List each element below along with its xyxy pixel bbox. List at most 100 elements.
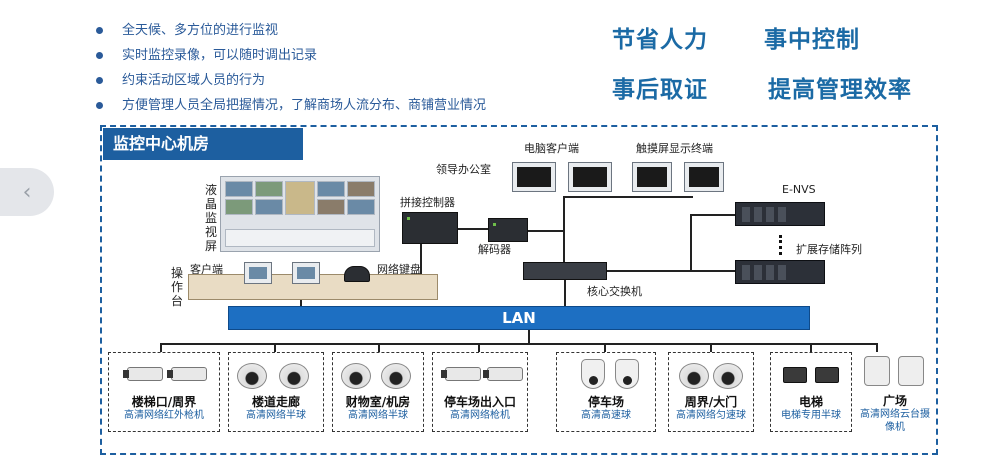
- camera-group-perimeter-gate: 周界/大门 高清网络匀速球: [668, 352, 754, 432]
- label-lcd-wall: 液晶监视屏: [204, 183, 217, 253]
- wall-screen: [225, 199, 253, 215]
- connector-line: [458, 228, 488, 230]
- benefit-evidence: 事后取证: [612, 77, 708, 103]
- camera-trunk-line: [160, 343, 878, 345]
- connector-line: [528, 230, 564, 232]
- camera-group-parking: 停车场 高清高速球: [556, 352, 656, 432]
- label-envs: E-NVS: [782, 183, 816, 196]
- client-monitor: [244, 262, 272, 284]
- list-item: 约束活动区域人员的行为: [96, 72, 486, 97]
- connector-line: [478, 343, 480, 352]
- wall-screen: [317, 181, 345, 197]
- camera-group-corridor: 楼道走廊 高清网络半球: [228, 352, 324, 432]
- connector-line: [564, 280, 566, 306]
- screen: [689, 167, 719, 187]
- connector-line: [690, 214, 692, 270]
- camera-group-elevator: 电梯 电梯专用半球: [770, 352, 852, 432]
- wall-map-screen: [285, 181, 315, 215]
- label-network-keyboard: 网络键盘: [377, 263, 421, 276]
- screen: [573, 167, 607, 187]
- connector-line: [607, 270, 735, 272]
- list-item: 实时监控录像，可以随时调出记录: [96, 47, 486, 72]
- connector-line: [563, 196, 693, 198]
- wall-screen: [347, 199, 375, 215]
- connector-line: [528, 330, 530, 344]
- screen: [637, 167, 667, 187]
- diagram-frame: [100, 125, 938, 455]
- decoder: [488, 218, 528, 242]
- label-pc-client: 电脑客户端: [524, 142, 579, 155]
- housing-camera-icon: [864, 356, 890, 386]
- label-touch-display: 触摸屏显示终端: [636, 142, 713, 155]
- dome-camera-icon: [237, 363, 267, 389]
- wall-screen: [347, 181, 375, 197]
- benefit-efficiency: 提高管理效率: [768, 77, 912, 103]
- lan-bus: LAN: [228, 306, 810, 330]
- dome-camera-icon: [679, 363, 709, 389]
- bullet-camera-icon: [167, 367, 207, 381]
- wall-screen-row: [225, 229, 375, 247]
- camera-group-finance-room: 财物室/机房 高清网络半球: [332, 352, 424, 432]
- screen: [517, 167, 551, 187]
- label-splice-controller: 拼接控制器: [400, 196, 455, 209]
- connector-line: [604, 343, 606, 352]
- network-keyboard: [344, 266, 370, 282]
- connector-line: [300, 300, 302, 306]
- benefit-in-process-control: 事中控制: [764, 27, 860, 53]
- chevron-left-icon: ‹: [22, 179, 32, 205]
- wall-screen: [317, 199, 345, 215]
- client-monitor: [292, 262, 320, 284]
- core-switch: [523, 262, 607, 280]
- pc-client-monitor: [512, 162, 556, 192]
- envs-server: [735, 202, 825, 226]
- status-led-icon: [493, 223, 496, 226]
- camera-group-parking-gate: 停车场出入口 高清网络枪机: [432, 352, 528, 432]
- connector-line: [563, 196, 565, 262]
- list-item: 方便管理人员全局把握情况，了解商场人流分布、商铺营业情况: [96, 97, 486, 122]
- housing-camera-icon: [898, 356, 924, 386]
- label-decoder: 解码器: [478, 243, 511, 256]
- touch-display-monitor: [684, 162, 724, 192]
- connector-line: [378, 343, 380, 352]
- label-leader-office: 领导办公室: [436, 163, 491, 176]
- status-led-icon: [407, 217, 410, 220]
- feature-list: 全天候、多方位的进行监视 实时监控录像，可以随时调出记录 约束活动区域人员的行为…: [96, 22, 486, 122]
- ptz-camera-icon: [581, 359, 605, 389]
- bullet-camera-icon: [441, 367, 481, 381]
- storage-array: [735, 260, 825, 284]
- bullet-dot-icon: [96, 52, 103, 59]
- label-client: 客户端: [190, 263, 223, 276]
- connector-line: [420, 244, 422, 274]
- dome-camera-icon: [341, 363, 371, 389]
- ptz-camera-icon: [615, 359, 639, 389]
- connector-line: [876, 343, 878, 352]
- elevator-camera-icon: [783, 367, 807, 383]
- wall-screen: [255, 199, 283, 215]
- bullet-dot-icon: [96, 77, 103, 84]
- camera-group-plaza: 广场 高清网络云台摄像机: [860, 352, 930, 433]
- diagram-title: 监控中心机房: [103, 128, 303, 160]
- elevator-camera-icon: [815, 367, 839, 383]
- dome-camera-icon: [381, 363, 411, 389]
- bullet-camera-icon: [123, 367, 163, 381]
- connector-line: [274, 343, 276, 352]
- bullet-dot-icon: [96, 102, 103, 109]
- touch-display-monitor: [632, 162, 672, 192]
- ellipsis-dots-icon: [779, 235, 783, 255]
- list-item: 全天候、多方位的进行监视: [96, 22, 486, 47]
- connector-line: [160, 343, 162, 352]
- label-storage: 扩展存储阵列: [796, 243, 862, 256]
- bullet-camera-icon: [483, 367, 523, 381]
- wall-screen: [225, 181, 253, 197]
- dome-camera-icon: [713, 363, 743, 389]
- label-core-switch: 核心交换机: [587, 285, 642, 298]
- connector-line: [690, 214, 735, 216]
- splice-controller: [402, 212, 458, 244]
- bullet-dot-icon: [96, 27, 103, 34]
- previous-slide-button[interactable]: ‹: [0, 168, 54, 216]
- benefit-save-labor: 节省人力: [612, 27, 708, 53]
- pc-client-monitor: [568, 162, 612, 192]
- camera-group-stairway: 楼梯口/周界 高清网络红外枪机: [108, 352, 220, 432]
- lcd-video-wall: [220, 176, 380, 252]
- wall-screen: [255, 181, 283, 197]
